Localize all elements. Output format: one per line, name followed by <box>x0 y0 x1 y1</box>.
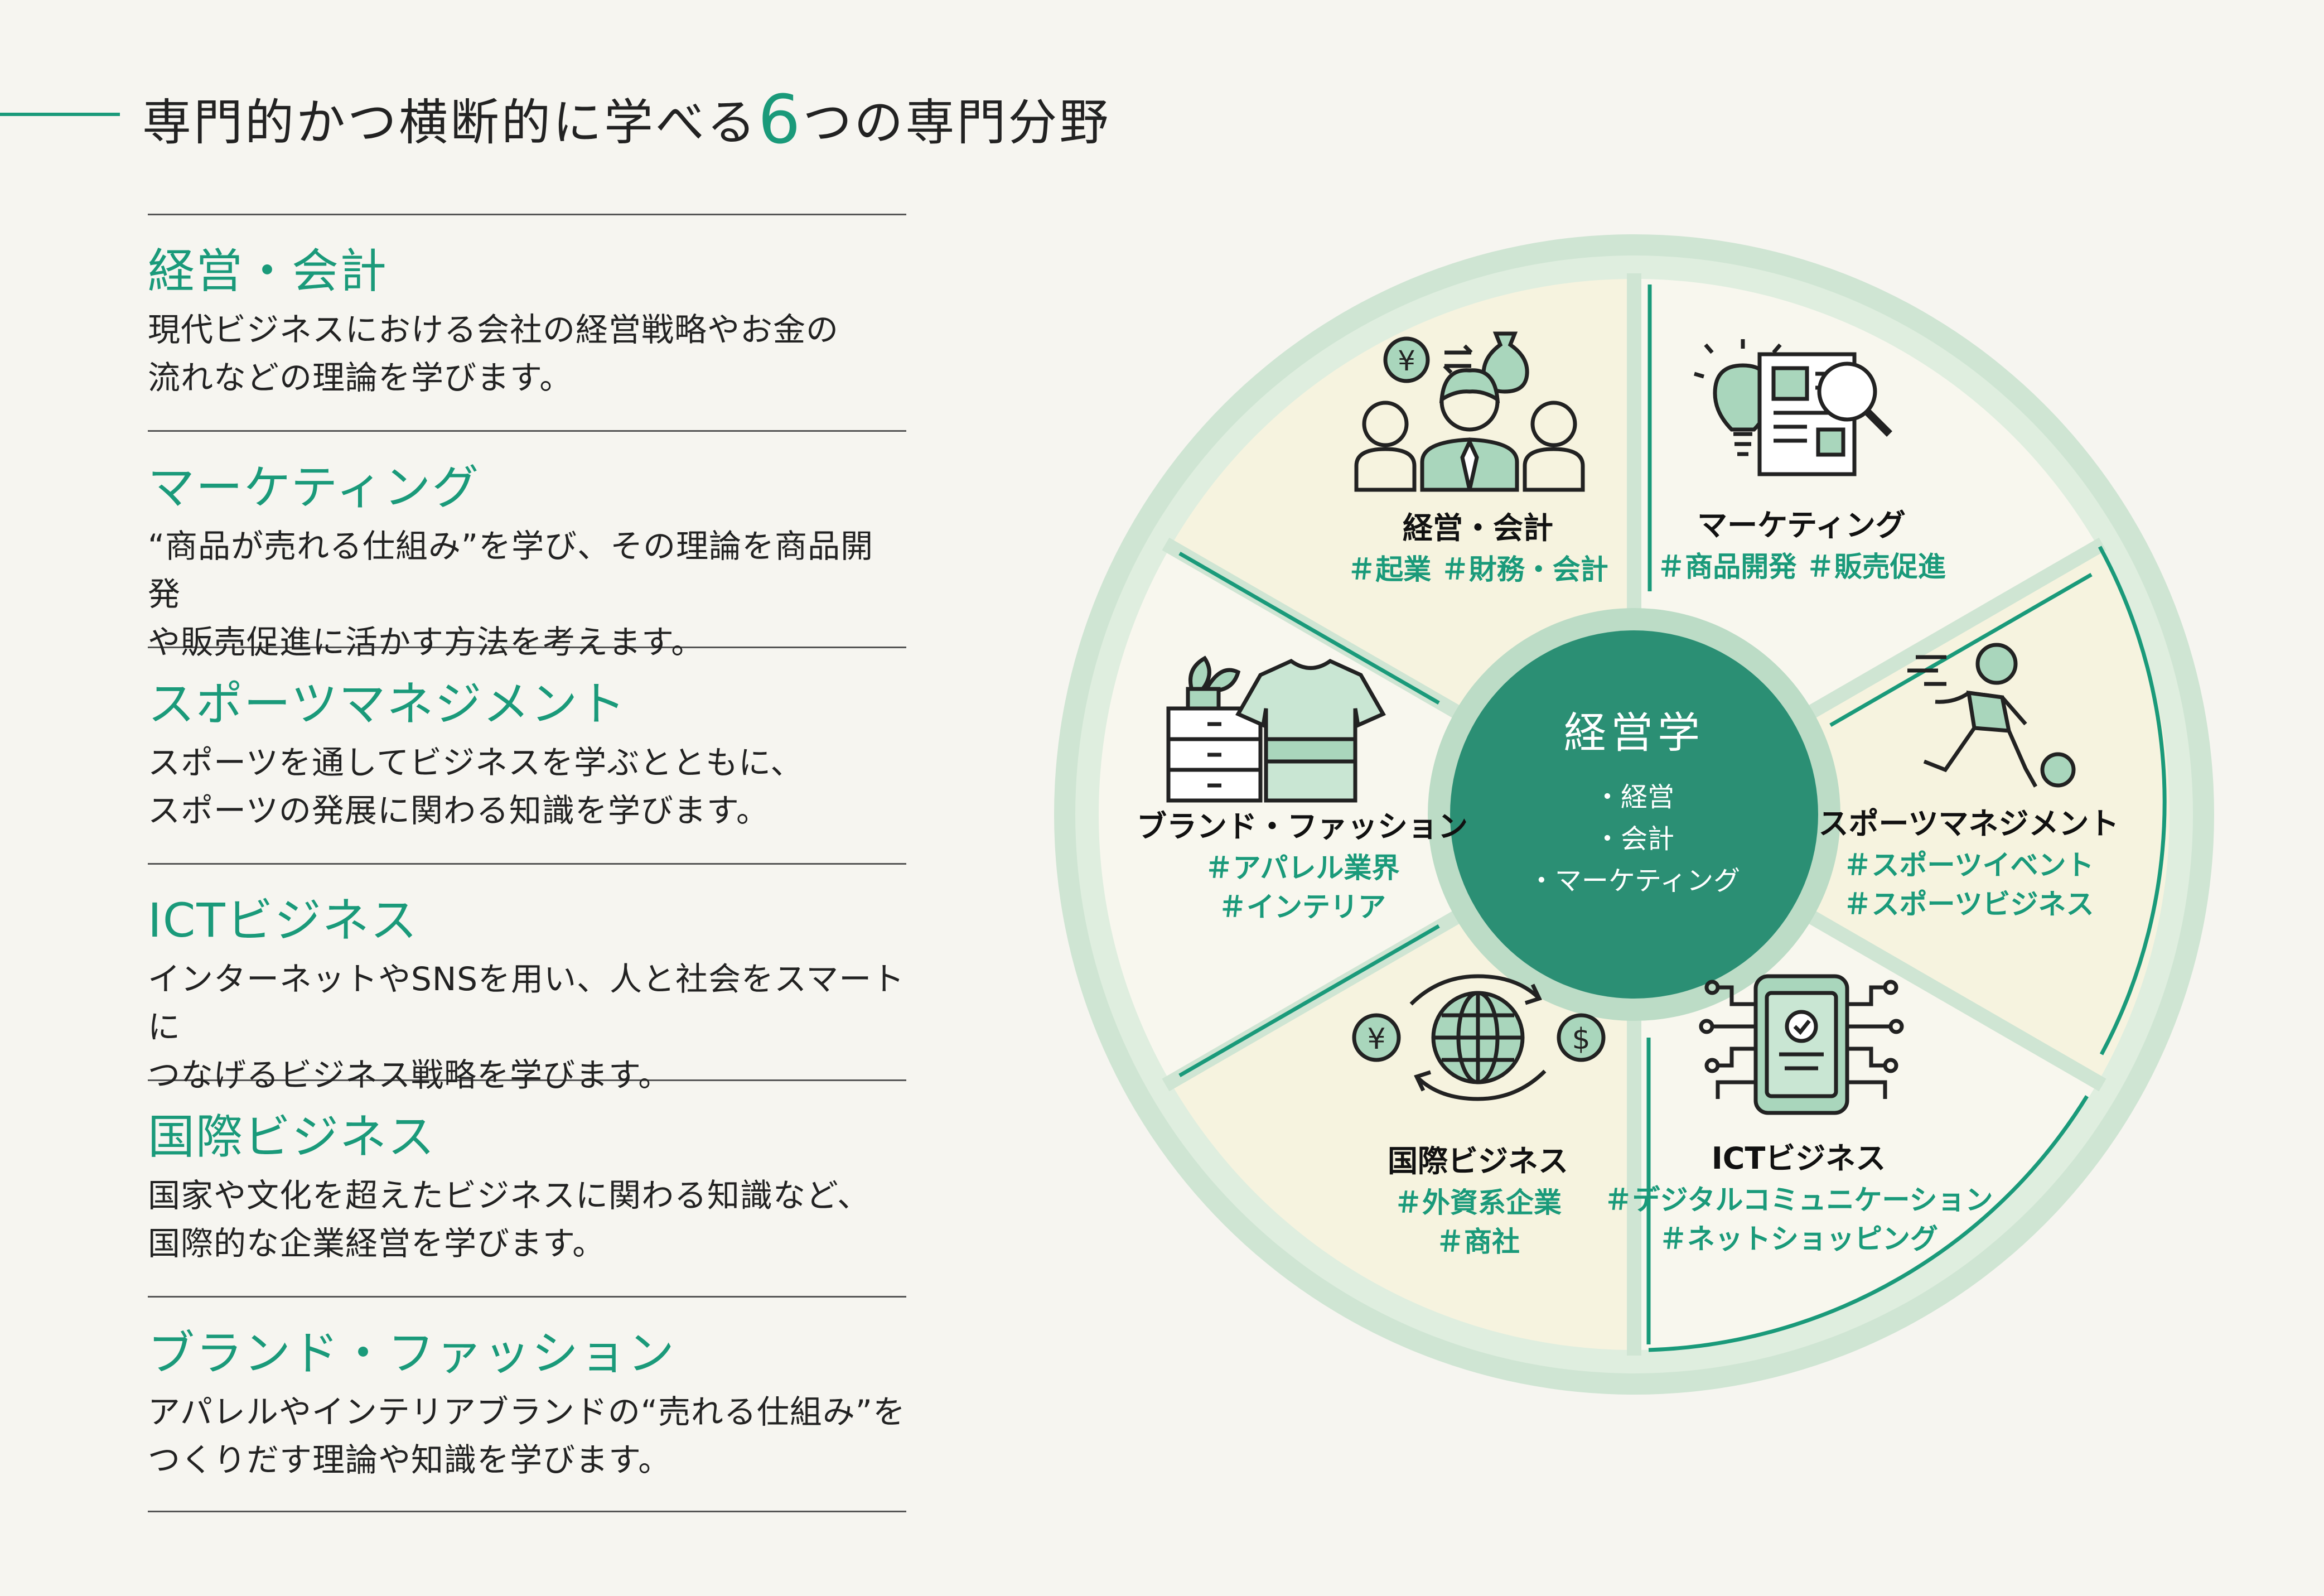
page-title: 専門的かつ横断的に学べる6つの専門分野 <box>142 84 1110 156</box>
field-description: スポーツを通してビジネスを学ぶとともに、 スポーツの発展に関わる知識を学びます。 <box>148 744 804 830</box>
center-circle <box>1450 630 1818 999</box>
field-name: 国際ビジネス <box>148 1110 436 1164</box>
apparel-furniture-icon <box>1166 655 1386 803</box>
field-description: インターネットやSNSを用い、人と社会をスマートに つなげるビジネス戦略を学びま… <box>148 960 905 1094</box>
field-list: 経営・会計 現代ビジネスにおける会社の経営戦略やお金の 流れなどの理論を学びます… <box>148 214 906 1512</box>
segment-tag: ＃外資系企業 <box>1394 1187 1562 1219</box>
field-wheel: 経営学 ・経営 ・会計 ・マーケティング ¥ 経営・会計 ＃起業 ＃財務・会計 <box>1054 234 2214 1395</box>
title-part2: つの専門分野 <box>803 94 1111 151</box>
field-name: ICTビジネス <box>148 893 418 948</box>
segment-tag: ＃スポーツビジネス <box>1844 888 2094 920</box>
segment-label: 経営・会計 <box>1403 510 1553 546</box>
segment-label: 国際ビジネス <box>1388 1144 1568 1179</box>
svg-text:¥: ¥ <box>1367 1023 1385 1056</box>
field-item-marketing: マーケティング “商品が売れる仕組み”を学び、その理論を商品開発 や販売促進に活… <box>148 430 906 661</box>
segment-tag: ＃起業 ＃財務・会計 <box>1347 553 1608 586</box>
title-part1: 専門的かつ横断的に学べる <box>142 94 758 151</box>
field-description: 現代ビジネスにおける会社の経営戦略やお金の 流れなどの理論を学びます。 <box>148 311 839 397</box>
segment-tag: ＃商品開発 ＃販売促進 <box>1657 551 1945 583</box>
field-name: マーケティング <box>148 460 480 515</box>
segment-tag: ＃インテリア <box>1219 891 1386 923</box>
center-item: ・会計 <box>1594 823 1674 855</box>
header-rule <box>0 113 120 116</box>
segment-tag: ＃スポーツイベント <box>1844 849 2094 881</box>
segment-accents <box>1178 285 2167 1352</box>
center-item: ・マーケティング <box>1528 865 1740 896</box>
page-header: 専門的かつ横断的に学べる6つの専門分野 <box>0 84 1227 154</box>
segment-label: ICTビジネス <box>1712 1141 1886 1176</box>
field-item-ict: ICTビジネス インターネットやSNSを用い、人と社会をスマートに つなげるビジ… <box>148 863 906 1094</box>
soccer-player-icon <box>1907 643 2076 788</box>
field-item-international: 国際ビジネス 国家や文化を超えたビジネスに関わる知識など、 国際的な企業経営を学… <box>148 1079 906 1296</box>
segment-label: マーケティング <box>1697 508 1906 543</box>
svg-text:¥: ¥ <box>1398 345 1415 377</box>
segment-tag: ＃アパレル業界 <box>1205 852 1400 884</box>
field-description: 国家や文化を超えたビジネスに関わる知識など、 国際的な企業経営を学びます。 <box>148 1176 871 1262</box>
field-name: スポーツマネジメント <box>148 677 627 731</box>
field-description: アパレルやインテリアブランドの“売れる仕組み”を つくりだす理論や知識を学びます… <box>148 1393 906 1479</box>
globe-currency-icon: ¥ $ <box>1352 974 1606 1101</box>
segment-label: スポーツマネジメント <box>1819 806 2119 841</box>
center-title: 経営学 <box>1564 708 1704 758</box>
field-item-management: 経営・会計 現代ビジネスにおける会社の経営戦略やお金の 流れなどの理論を学びます… <box>148 214 906 430</box>
segment-sports <box>1634 547 2170 1082</box>
field-item-sports: スポーツマネジメント スポーツを通してビジネスを学ぶとともに、 スポーツの発展に… <box>148 647 906 863</box>
segment-tag: ＃ネットショッピング <box>1659 1223 1938 1255</box>
field-description: “商品が売れる仕組み”を学び、その理論を商品開発 や販売促進に活かす方法を考えま… <box>148 527 874 661</box>
field-name: 経営・会計 <box>148 244 388 298</box>
segment-tag: ＃デジタルコミュニケーション <box>1605 1184 1993 1216</box>
idea-research-icon <box>1694 339 1892 476</box>
segment-tag: ＃商社 <box>1436 1226 1520 1258</box>
business-people-icon: ¥ <box>1354 331 1585 492</box>
field-wheel-svg: 経営学 ・経営 ・会計 ・マーケティング ¥ 経営・会計 ＃起業 ＃財務・会計 <box>1054 234 2214 1395</box>
title-number: 6 <box>758 81 803 159</box>
segment-label: ブランド・ファッション <box>1137 809 1468 844</box>
field-item-brand: ブランド・ファッション アパレルやインテリアブランドの“売れる仕組み”を つくり… <box>148 1296 906 1512</box>
field-name: ブランド・ファッション <box>148 1326 676 1381</box>
svg-text:$: $ <box>1572 1023 1590 1056</box>
smartphone-circuit-icon <box>1699 974 1904 1115</box>
center-item: ・経営 <box>1594 782 1674 813</box>
